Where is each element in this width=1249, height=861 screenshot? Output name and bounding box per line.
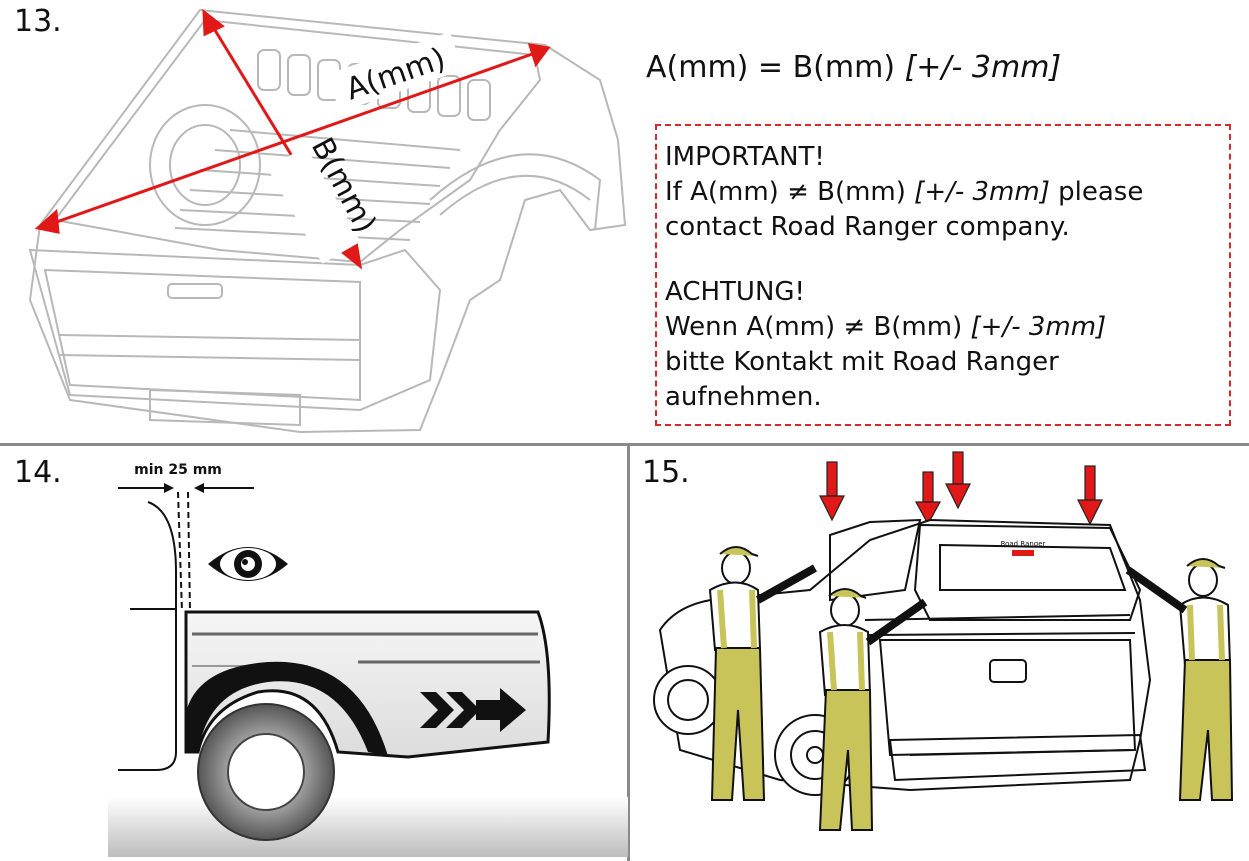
warning-de-line1: Wenn A(mm) ≠ B(mm) [+/- 3mm] [665, 312, 1107, 342]
canopy-brand-label: Road Ranger [1001, 540, 1046, 548]
worker-left [708, 546, 817, 801]
min-clearance-label: min 25 mm [134, 462, 222, 478]
warning-en-line2: contact Road Ranger company. [665, 212, 1070, 242]
horizontal-divider [0, 443, 1249, 446]
step-13-number: 13. [14, 4, 62, 39]
press-down-arrows [819, 451, 1103, 526]
step-15-number: 15. [642, 455, 690, 490]
vertical-divider [627, 443, 630, 861]
warning-de-line2: bitte Kontakt mit Road Ranger [665, 347, 1059, 377]
warning-box: IMPORTANT! If A(mm) ≠ B(mm) [+/- 3mm] pl… [655, 124, 1231, 426]
warning-en-line1: If A(mm) ≠ B(mm) [+/- 3mm] please [665, 177, 1144, 207]
warning-de-line3: aufnehmen. [665, 382, 822, 412]
worker-right [1125, 558, 1234, 801]
truck-bed-diagram: A(mm) B(mm) [28, 8, 627, 434]
diagonal-formula: A(mm) = B(mm) [+/- 3mm] [646, 50, 1061, 85]
step-14-number: 14. [14, 455, 62, 490]
worker-middle [818, 588, 928, 831]
warning-de-title: ACHTUNG! [665, 277, 805, 307]
warning-en-title: IMPORTANT! [665, 142, 825, 172]
formula-main: A(mm) = B(mm) [646, 50, 896, 85]
direction-arrow-icon [420, 688, 526, 732]
formula-tolerance: [+/- 3mm] [904, 50, 1062, 85]
canopy-install-illustration: Road Ranger [653, 451, 1234, 831]
eye-icon [208, 547, 288, 581]
clearance-diagram: min 25 mm [108, 462, 628, 857]
